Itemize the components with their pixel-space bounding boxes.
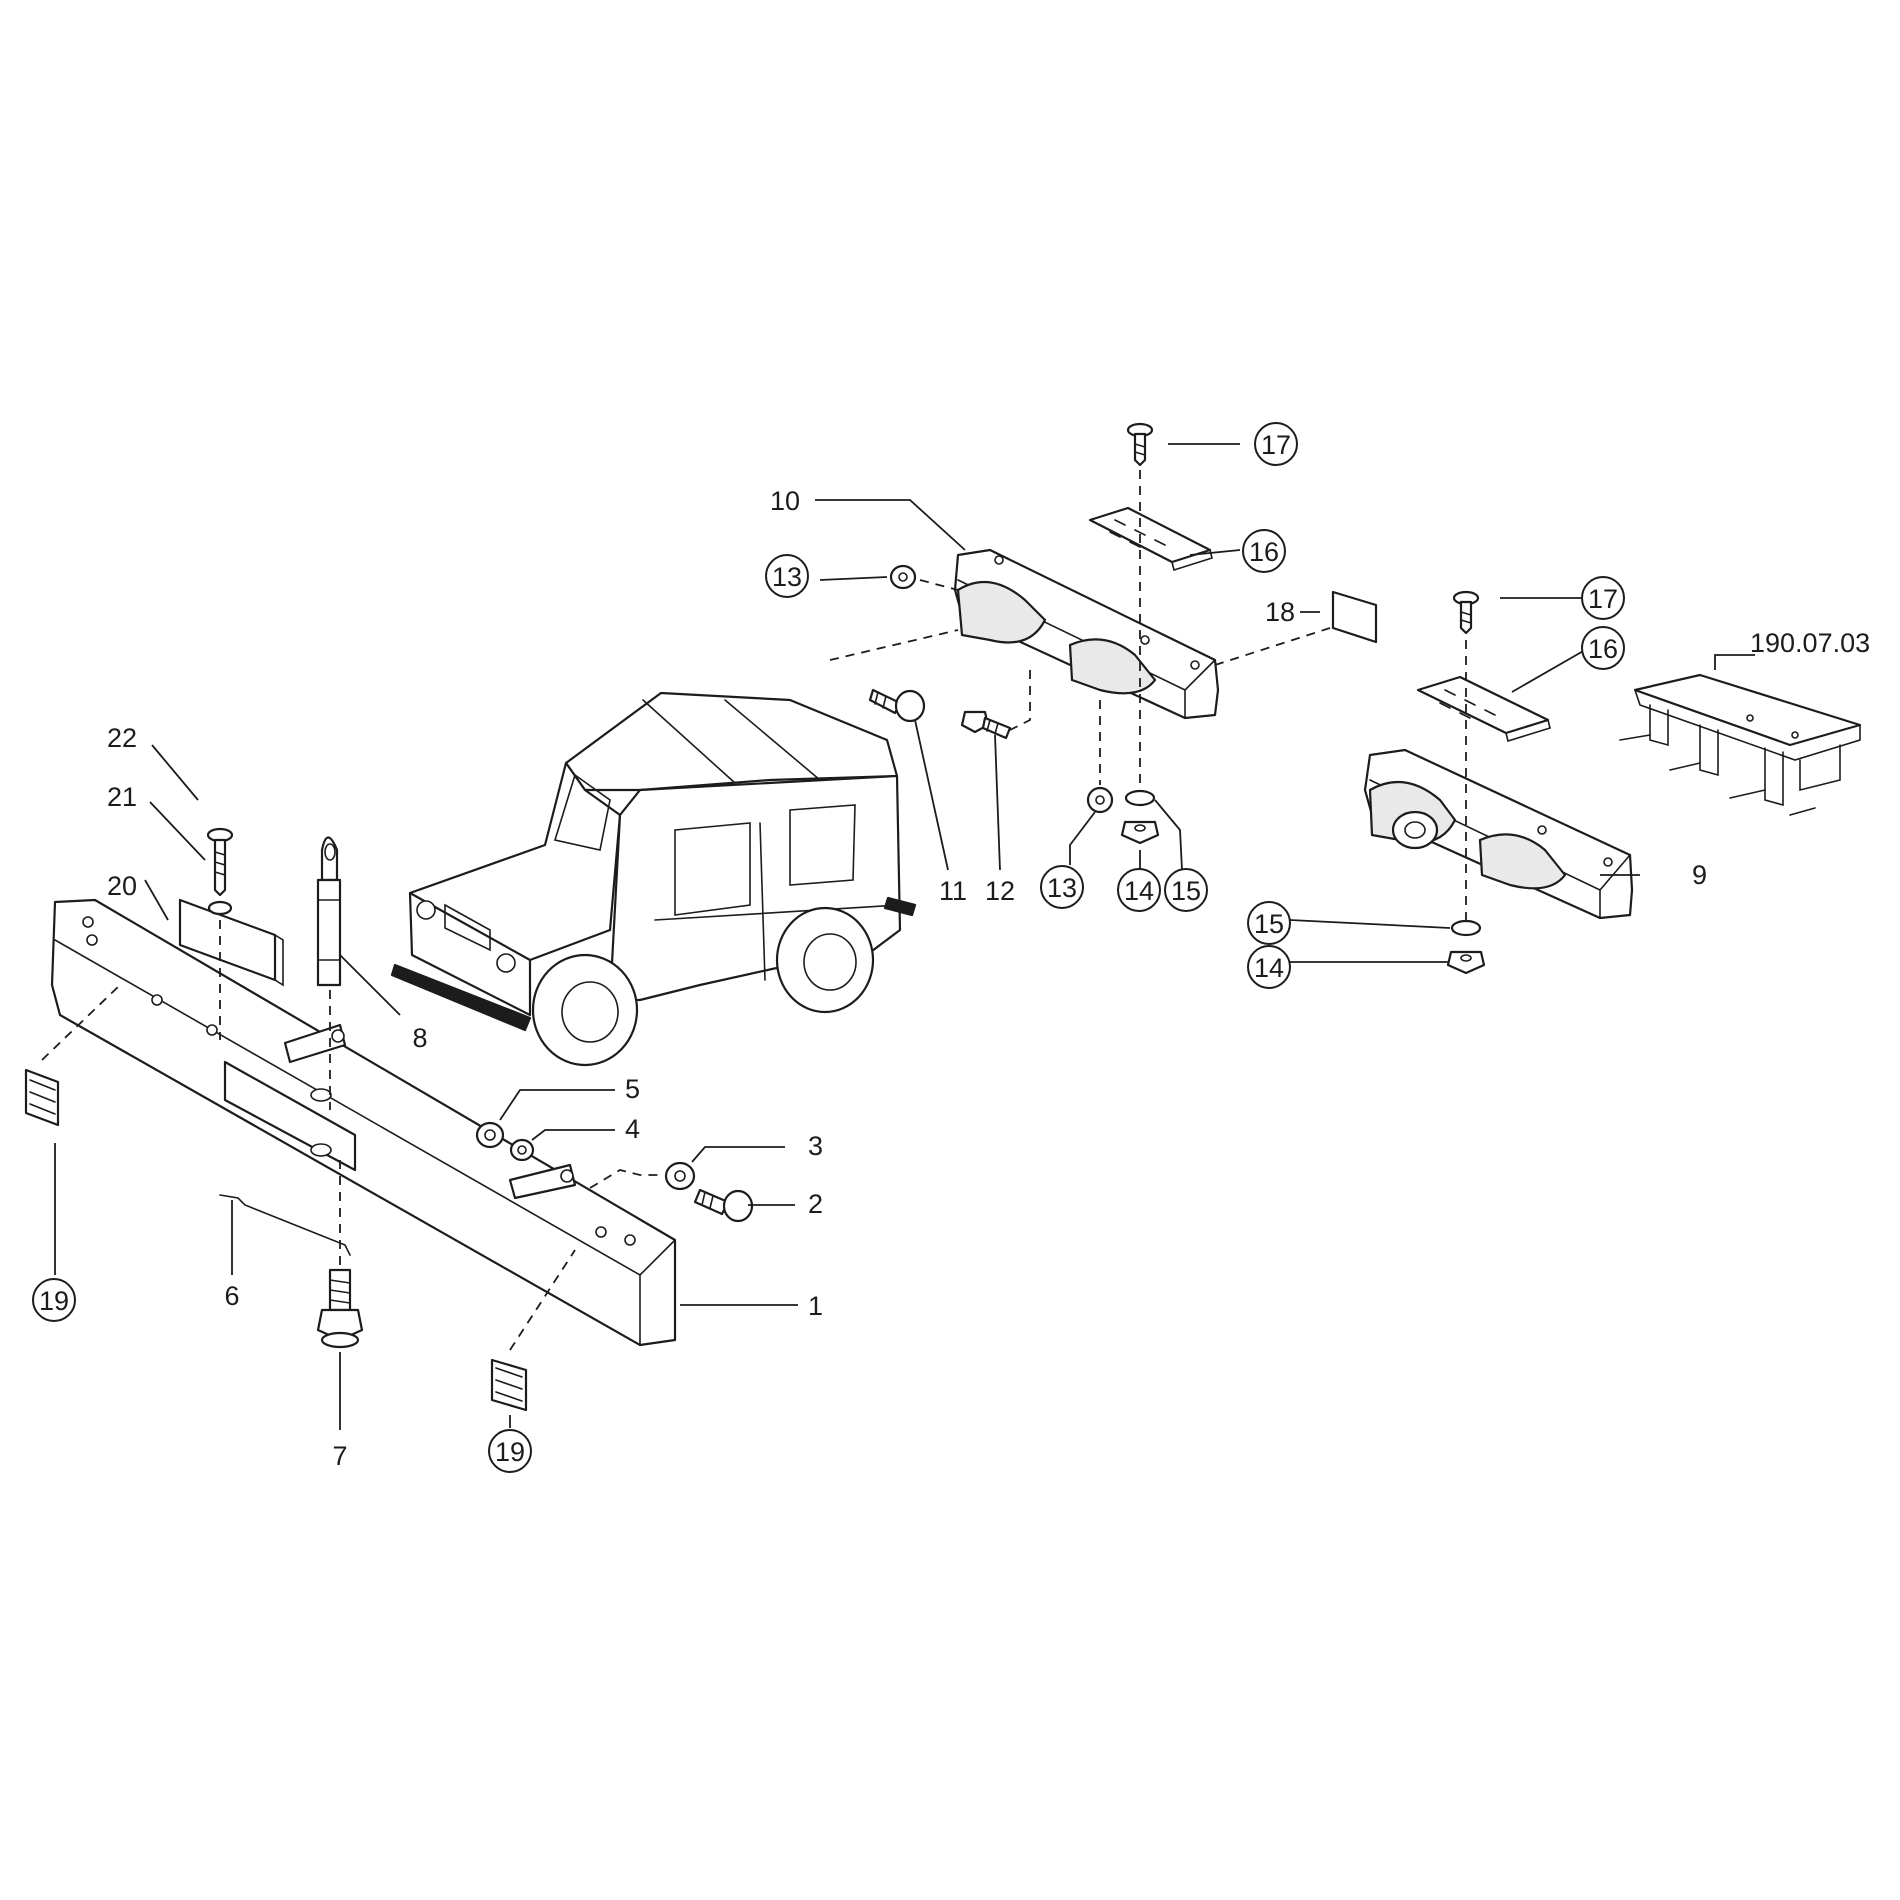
screw-22 xyxy=(206,827,234,897)
plate-16-lower xyxy=(1416,675,1551,743)
nut-14-upper xyxy=(1120,820,1160,845)
callout-15-lower: 15 xyxy=(1247,901,1291,945)
callout-10: 10 xyxy=(770,486,800,516)
svg-text:16: 16 xyxy=(1249,537,1279,567)
washer-15-lower xyxy=(1450,919,1482,937)
crossmember-9 xyxy=(1363,748,1634,920)
callout-6: 6 xyxy=(224,1281,239,1311)
callout-20: 20 xyxy=(107,871,137,901)
callout-13-upper: 13 xyxy=(765,554,809,598)
lock-washer-4 xyxy=(509,1138,535,1162)
callout-15-upper: 15 xyxy=(1164,868,1208,912)
callout-labels: 1 2 3 4 5 6 7 8 9 10 11 12 18 20 21 22 1… xyxy=(32,422,1870,1473)
screw-17-upper xyxy=(1126,422,1154,467)
callout-17-upper: 17 xyxy=(1254,422,1298,466)
svg-text:15: 15 xyxy=(1254,909,1284,939)
washer-3 xyxy=(664,1161,696,1191)
callout-14-upper: 14 xyxy=(1117,868,1161,912)
plate-16-upper xyxy=(1088,506,1213,572)
bolt-11 xyxy=(868,688,926,723)
callout-17-lower: 17 xyxy=(1581,576,1625,620)
bolt-12 xyxy=(960,710,1012,740)
callout-12: 12 xyxy=(985,876,1015,906)
callout-14-lower: 14 xyxy=(1247,945,1291,989)
callout-19-right: 19 xyxy=(488,1429,532,1473)
towing-eye-8 xyxy=(316,836,342,987)
washer-15-upper xyxy=(1124,789,1156,807)
reference-assembly-190-07-03 xyxy=(1619,673,1862,816)
nut-13-lower xyxy=(1086,786,1114,814)
svg-text:14: 14 xyxy=(1124,876,1154,906)
leader-lines xyxy=(54,443,1755,1430)
nut-13-upper xyxy=(889,564,917,590)
callout-11: 11 xyxy=(939,876,967,906)
grille-19-right xyxy=(490,1358,528,1412)
svg-text:19: 19 xyxy=(495,1437,525,1467)
crossmember-10 xyxy=(953,548,1220,720)
callout-2: 2 xyxy=(808,1189,823,1219)
svg-text:13: 13 xyxy=(772,562,802,592)
clip-6 xyxy=(219,1194,351,1256)
callout-9: 9 xyxy=(1692,860,1707,890)
screw-17-lower xyxy=(1452,590,1480,635)
callout-13-lower: 13 xyxy=(1040,865,1084,909)
svg-text:19: 19 xyxy=(39,1286,69,1316)
nut-5 xyxy=(475,1121,505,1149)
washer-21 xyxy=(207,900,233,916)
callout-3: 3 xyxy=(808,1131,823,1161)
grille-19-left xyxy=(24,1068,60,1127)
svg-text:17: 17 xyxy=(1588,584,1618,614)
callout-8: 8 xyxy=(412,1023,427,1053)
bumper-bar xyxy=(50,898,677,1347)
bumper-bracket-left xyxy=(283,1023,347,1064)
nut-14-lower xyxy=(1446,950,1486,975)
callout-7: 7 xyxy=(332,1441,347,1471)
callout-22: 22 xyxy=(107,723,137,753)
svg-text:16: 16 xyxy=(1588,634,1618,664)
svg-text:17: 17 xyxy=(1261,430,1291,460)
callout-5: 5 xyxy=(625,1074,640,1104)
vehicle-illustration xyxy=(390,691,917,1067)
reference-code: 190.07.03 xyxy=(1750,628,1870,658)
plate-20 xyxy=(178,898,284,987)
svg-text:13: 13 xyxy=(1047,873,1077,903)
bumper-bracket-right xyxy=(508,1163,577,1200)
svg-text:15: 15 xyxy=(1171,876,1201,906)
assembly-lines xyxy=(41,470,1467,1351)
callout-16-upper: 16 xyxy=(1242,529,1286,573)
callout-4: 4 xyxy=(625,1114,640,1144)
plate-18 xyxy=(1331,590,1378,644)
callout-19-left: 19 xyxy=(32,1278,76,1322)
callout-1: 1 xyxy=(808,1291,823,1321)
callout-16-lower: 16 xyxy=(1581,626,1625,670)
callout-21: 21 xyxy=(107,782,137,812)
svg-text:14: 14 xyxy=(1254,953,1284,983)
bolt-2 xyxy=(693,1188,754,1223)
bolt-7 xyxy=(316,1268,364,1349)
callout-18: 18 xyxy=(1265,597,1295,627)
